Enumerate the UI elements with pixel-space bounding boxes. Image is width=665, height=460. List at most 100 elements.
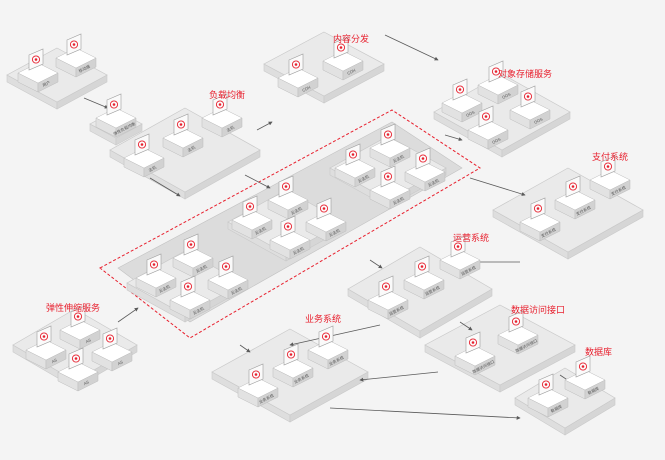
arrow-cloud-to-storage — [444, 134, 463, 141]
device-label: 移动端 — [77, 63, 90, 74]
device-label: 云主机 — [194, 263, 207, 274]
cloud-c-3: 云主机 — [369, 165, 411, 210]
elastic-lb-device: 弹性负载均衡 — [95, 93, 137, 138]
cloud-icon — [186, 240, 196, 249]
arrow-cloud-to-business — [239, 344, 251, 353]
cloud-icon — [383, 130, 393, 139]
arrow-cloud-to-payment — [469, 177, 526, 196]
user-device: 用户 — [17, 48, 59, 93]
storage-icon — [455, 85, 465, 94]
data-access-2: 数据访问接口 — [497, 310, 539, 355]
as-2: AS — [59, 305, 101, 350]
cloud-icon — [319, 204, 329, 213]
device-label: 主机 — [225, 124, 235, 133]
device-label: AS — [51, 357, 58, 364]
storage-icon — [491, 67, 501, 76]
cloud-b-2: 云主机 — [267, 175, 309, 220]
device-label: 云主机 — [289, 205, 302, 216]
cloud-icon — [245, 202, 255, 211]
cloud-icon — [221, 262, 231, 271]
operations-icon — [417, 262, 427, 271]
label-database: 数据库 — [585, 347, 613, 357]
database-icon — [541, 380, 551, 389]
device-label: 数据库 — [586, 385, 599, 396]
arrow-cdn-to-storage — [384, 34, 439, 61]
device-label: 云主机 — [426, 177, 439, 188]
cdn-icon — [291, 60, 301, 69]
device-label: 云主机 — [356, 173, 369, 184]
device-label: AS — [83, 379, 90, 386]
payment-icon — [568, 182, 578, 191]
host-icon — [215, 100, 225, 109]
cloud-a-3: 云主机 — [169, 275, 211, 320]
device-label: 云主机 — [391, 153, 404, 164]
device-label: 数据库 — [549, 403, 562, 414]
device-label: 云主机 — [253, 225, 266, 236]
storage-icon — [523, 92, 533, 101]
scaling-icon — [71, 354, 81, 363]
device-label: OOS — [491, 136, 501, 145]
business-3: 业务系统 — [307, 325, 349, 370]
payment-1: 支付系统 — [519, 197, 561, 242]
device-label: 云主机 — [191, 305, 204, 316]
cloud-a-2: 云主机 — [172, 233, 214, 278]
arrow-data-to-business — [359, 371, 439, 382]
cloud-a-1: 云主机 — [135, 253, 177, 298]
storage-icon — [481, 112, 491, 121]
host-2: 主机 — [162, 113, 204, 158]
device-label: OOS — [465, 109, 475, 118]
cloud-icon — [149, 260, 159, 269]
label-operations-system: 运营系统 — [453, 233, 490, 243]
business-icon — [251, 370, 261, 379]
device-label: CDN — [346, 67, 356, 75]
label-object-storage: 对象存储服务 — [498, 69, 553, 79]
device-label: 云主机 — [391, 195, 404, 206]
as-4: AS — [91, 327, 133, 372]
user-icon — [31, 55, 41, 64]
cdn-1: CDN — [277, 53, 319, 98]
host-1: 主机 — [123, 133, 165, 178]
label-business-system: 业务系统 — [305, 314, 342, 324]
arrow-business-to-database — [329, 407, 521, 420]
label-elastic-scaling: 弹性伸缩服务 — [46, 303, 101, 313]
arrow-operations-to-data — [459, 321, 473, 331]
database-icon — [578, 362, 588, 371]
device-label: 云主机 — [291, 245, 304, 256]
label-data-access-interface: 数据访问接口 — [511, 305, 566, 315]
oos-2: OOS — [477, 60, 519, 105]
cloud-icon — [283, 222, 293, 231]
device-label: 云主机 — [327, 227, 340, 238]
device-label: AS — [117, 359, 124, 366]
oos-4: OOS — [509, 85, 551, 130]
cloud-b-3: 云主机 — [269, 215, 311, 260]
arrow-lb-to-cdn — [256, 121, 273, 131]
cloud-icon — [348, 150, 358, 159]
scaling-icon — [105, 334, 115, 343]
device-label: 主机 — [186, 144, 196, 153]
payment-3: 支付系统 — [589, 155, 631, 200]
operations-3: 运营系统 — [439, 235, 481, 280]
cloud-icon — [281, 182, 291, 191]
oos-1: OOS — [441, 78, 483, 123]
device-label: 云主机 — [229, 285, 242, 296]
payment-2: 支付系统 — [554, 175, 596, 220]
cloud-a-4: 云主机 — [207, 255, 249, 300]
database-2: 数据库 — [564, 355, 606, 400]
mobile-icon — [69, 40, 79, 49]
device-label: CDN — [301, 84, 311, 92]
host-3: 主机 — [201, 93, 243, 138]
arrow-lb-to-cloud-2 — [244, 174, 271, 189]
label-content-distribution: 内容分发 — [333, 34, 370, 44]
scaling-icon — [39, 332, 49, 341]
database-1: 数据库 — [527, 373, 569, 418]
label-payment-system: 支付系统 — [592, 152, 629, 162]
cdn-2: CDN — [322, 36, 364, 81]
mobile-device: 移动端 — [55, 33, 97, 78]
interface-icon — [468, 338, 478, 347]
arrow-scaling-to-cloud — [117, 307, 139, 323]
operations-icon — [381, 282, 391, 291]
business-icon — [321, 332, 331, 341]
arrow-cloud-to-operations — [369, 259, 383, 269]
